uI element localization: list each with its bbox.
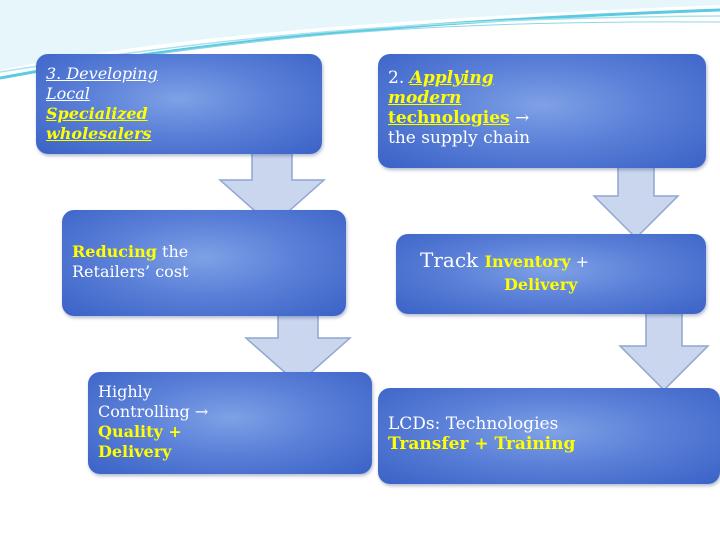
box-text-line: Retailers’ cost (72, 262, 189, 281)
box-text-line: Delivery (98, 442, 172, 461)
box-text-line: Local (46, 84, 90, 103)
box-text-line: 3. Developing (46, 64, 158, 83)
box-reducing-cost: Reducing the Retailers’ cost (62, 210, 346, 316)
box-text-line: Quality + (98, 422, 182, 441)
box-text-word: Track (420, 248, 485, 272)
box-text-line: Specialized (46, 104, 148, 123)
box-text-line: Highly (98, 382, 152, 401)
box-track-inventory: Track Inventory + Delivery (396, 234, 706, 314)
box-text-line: LCDs: Technologies (388, 414, 559, 434)
box-text-word: technologies (388, 108, 510, 128)
box-text-word: Inventory (484, 252, 571, 271)
box-lcds-technologies: LCDs: Technologies Transfer + Training (378, 388, 720, 484)
box-text-word: + (570, 252, 590, 271)
arrow-right-2 (618, 306, 710, 392)
box-text-word: Reducing (72, 242, 157, 261)
box-text-word: the (156, 242, 189, 261)
box-text-line: the supply chain (388, 128, 531, 148)
box-text-line: Delivery (504, 275, 578, 294)
arrow-right-1 (592, 160, 680, 240)
box-text-word: 2. (388, 68, 410, 88)
arrow-right-icon: → (194, 402, 209, 421)
box-text-word: Controlling (98, 402, 190, 421)
arrow-right-icon: → (515, 108, 530, 128)
box-developing-wholesalers: 3. Developing Local Specialized wholesal… (36, 54, 322, 154)
box-controlling-quality: Highly Controlling → Quality + Delivery (88, 372, 372, 474)
box-text-line: Transfer + Training (388, 434, 576, 454)
box-text-line: modern (388, 88, 462, 108)
box-text-line: wholesalers (46, 124, 152, 143)
box-applying-technologies: 2. Applying modern technologies → the su… (378, 54, 706, 168)
box-text-word: Applying (409, 68, 494, 88)
